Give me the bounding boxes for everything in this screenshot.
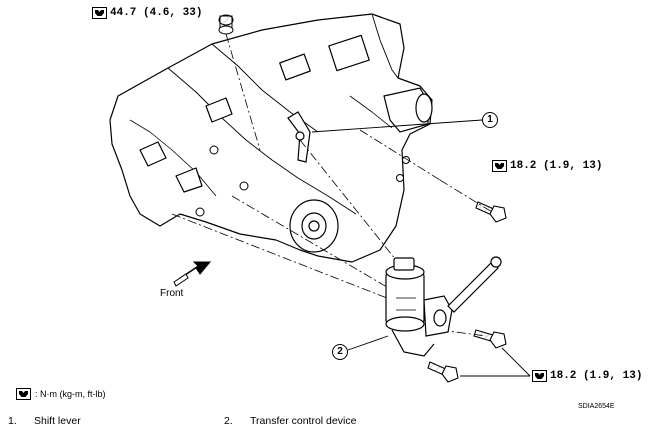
caption-number: 1. — [8, 415, 17, 427]
caption-text: Transfer control device — [250, 415, 357, 427]
caption-item: 2. Transfer control device — [224, 415, 356, 427]
torque-spec-right-upper: 18.2 (1.9, 13) — [492, 160, 602, 172]
torque-spec-right-lower: 18.2 (1.9, 13) — [532, 370, 642, 382]
bolt-lower-right-1 — [473, 329, 507, 349]
transfer-case-body — [109, 13, 433, 263]
leader-lines — [311, 119, 531, 377]
unit-legend-text: : N·m (kg-m, ft-lb) — [35, 389, 106, 399]
link-rod — [447, 256, 502, 313]
torque-wrench-icon — [492, 160, 507, 172]
torque-wrench-icon — [92, 7, 107, 19]
torque-value-right-upper: 18.2 (1.9, 13) — [510, 160, 603, 172]
caption-number: 2. — [224, 415, 233, 427]
shift-lever — [287, 111, 311, 163]
caption-text: Shift lever — [34, 415, 81, 427]
figure-code: SDIA2654E — [578, 403, 615, 410]
case-details — [195, 14, 410, 217]
transfer-control-device — [385, 257, 453, 357]
callout-transfer-control-device: 2 — [332, 344, 348, 360]
front-label: Front — [160, 288, 184, 299]
caption-item: 1. Shift lever — [8, 415, 81, 427]
output-flange — [289, 199, 339, 253]
torque-wrench-icon — [16, 388, 31, 400]
unit-legend: : N·m (kg-m, ft-lb) — [16, 388, 106, 400]
front-arrow-icon — [173, 261, 212, 287]
bolt-upper-right — [475, 201, 507, 223]
torque-value-right-lower: 18.2 (1.9, 13) — [550, 370, 643, 382]
torque-wrench-icon — [532, 370, 547, 382]
callout-shift-lever: 1 — [482, 112, 498, 128]
output-housing — [383, 87, 433, 133]
bolt-lower-right-2 — [427, 361, 459, 383]
torque-value-top: 44.7 (4.6, 33) — [110, 7, 203, 19]
torque-spec-top: 44.7 (4.6, 33) — [92, 7, 202, 19]
